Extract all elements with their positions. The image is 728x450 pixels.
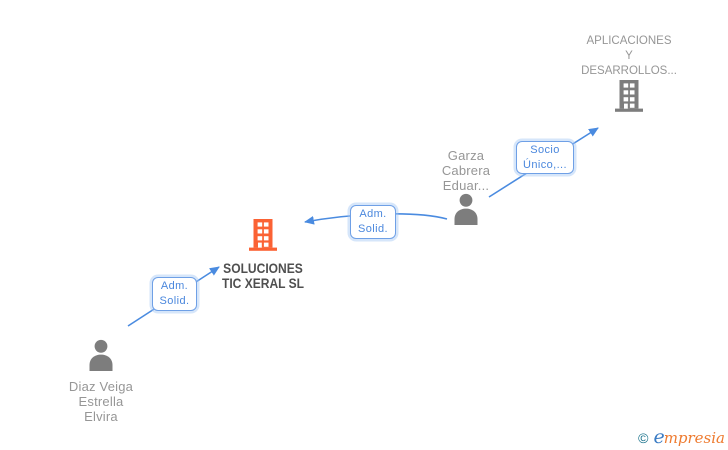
person-name-line: Elvira — [84, 409, 118, 424]
empresia-logo[interactable]: © e mpresia — [638, 426, 725, 448]
person-name-line: Estrella — [78, 394, 124, 409]
edge-label-socio-unico[interactable]: Socio Único,... — [516, 141, 574, 174]
edge-label-line: Adm. — [359, 208, 387, 220]
building-icon — [248, 218, 278, 256]
building-icon — [614, 79, 644, 117]
node-soluciones-tic-xeral[interactable]: SOLUCIONES TIC XERAL SL — [203, 218, 323, 291]
company-name-line: Y — [625, 50, 633, 62]
edge-label-adm-solid-garza[interactable]: Adm. Solid. — [350, 205, 396, 239]
edge-label-line: Solid. — [159, 295, 190, 307]
edge-label-line: Único,... — [523, 158, 567, 171]
edge-label-line: Socio — [530, 143, 560, 156]
node-aplicaciones-y-desarrollos[interactable]: APLICACIONES Y DESARROLLOS... — [564, 34, 694, 117]
person-name-line: Diaz Veiga — [68, 379, 134, 394]
person-name-line: Garza — [447, 148, 485, 163]
person-icon — [86, 339, 116, 376]
person-name-line: Cabrera — [441, 163, 491, 178]
person-name-line: Eduar... — [442, 178, 490, 193]
edge-label-line: Adm. — [160, 280, 189, 292]
copyright-icon: © — [638, 430, 649, 446]
company-name-line: TIC XERAL SL — [221, 275, 305, 291]
brand-name: mpresia — [663, 429, 725, 447]
company-name-line: SOLUCIONES — [223, 260, 303, 276]
company-name-line: APLICACIONES — [586, 35, 672, 47]
company-name-line: DESARROLLOS... — [581, 65, 677, 77]
node-diaz-veiga[interactable]: Diaz Veiga Estrella Elvira — [41, 339, 161, 424]
brand-initial: e — [653, 426, 665, 448]
edge-label-line: Solid. — [358, 223, 388, 235]
node-garza-cabrera[interactable]: Garza Cabrera Eduar... — [410, 148, 522, 230]
edge-label-adm-solid-diaz[interactable]: Adm. Solid. — [152, 277, 197, 311]
person-icon — [451, 193, 481, 230]
